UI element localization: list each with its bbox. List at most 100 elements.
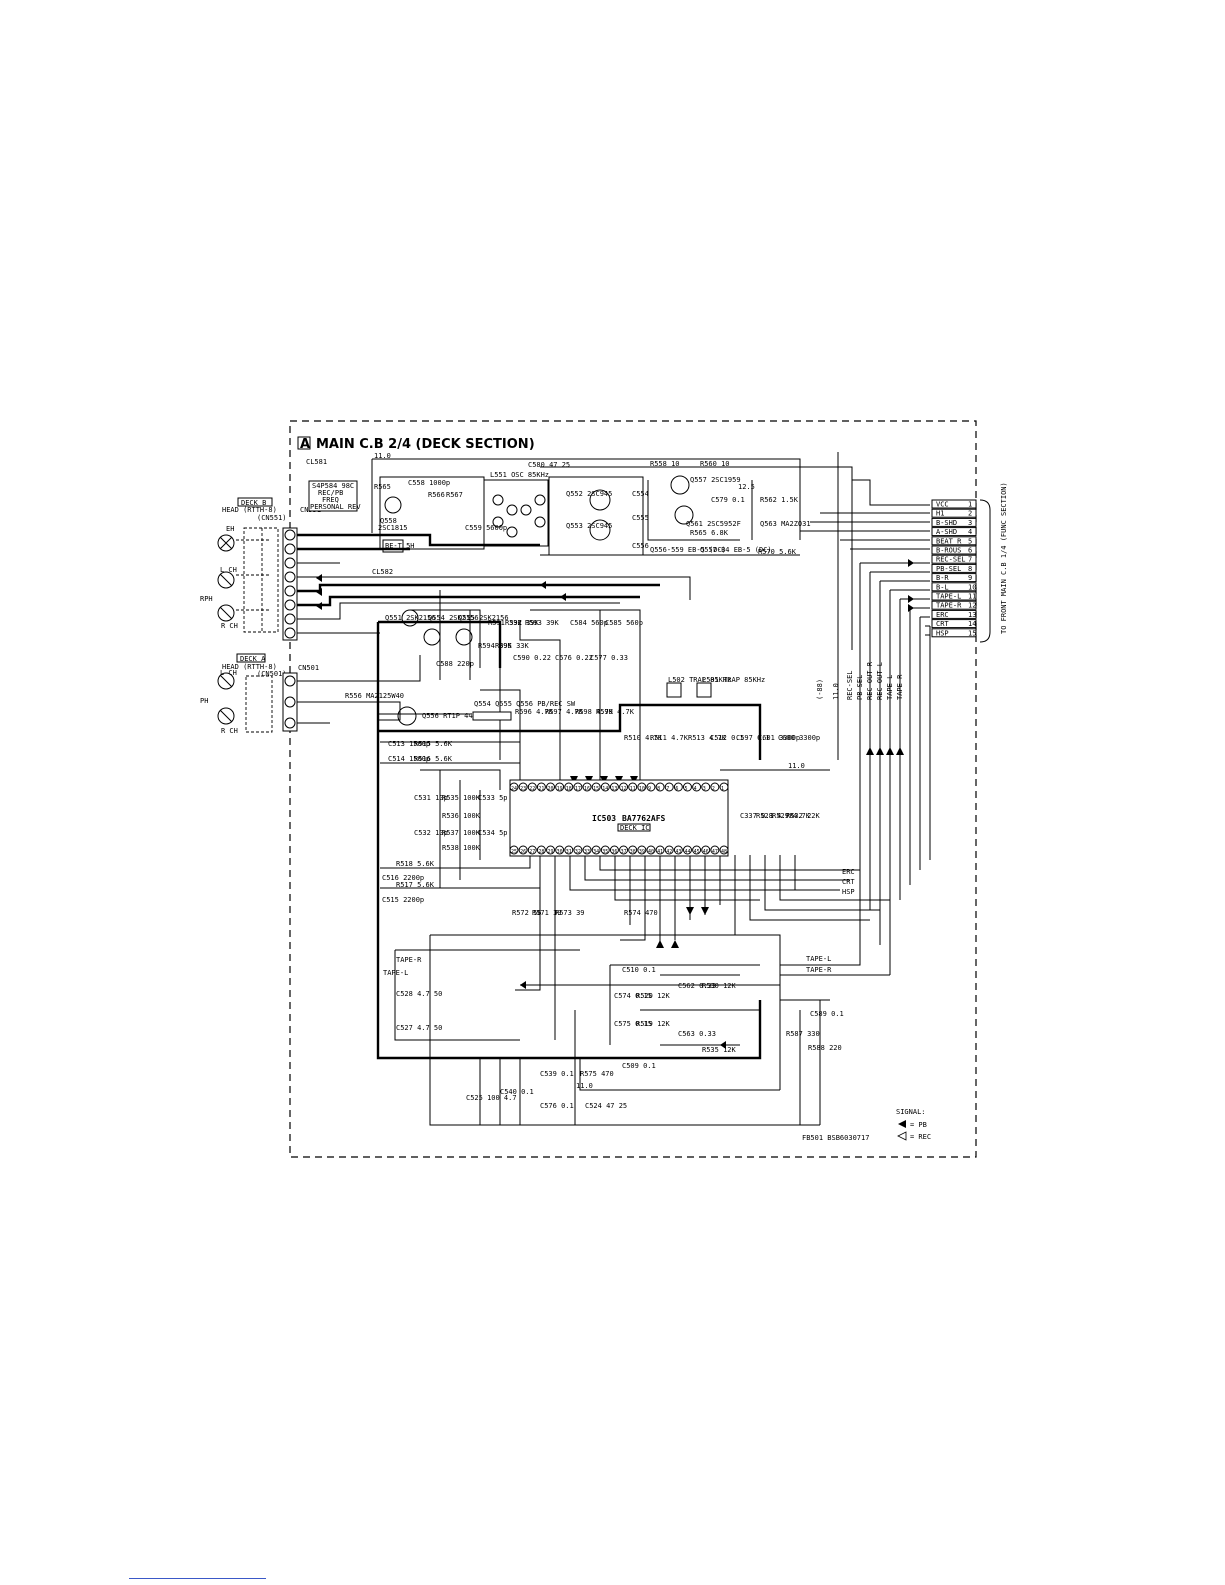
svg-text:TAPE-L: TAPE-L [383, 969, 408, 977]
ic-pin-bottom [582, 845, 592, 855]
svg-text:11.0: 11.0 [374, 452, 391, 460]
ic-pin-bottom-number: 41 [657, 849, 663, 855]
deck-b-shield-lines [236, 528, 270, 632]
ic503-part: BA7762AFS [622, 814, 666, 823]
vertical-bus-label: 11.0 [832, 683, 840, 700]
svg-text:R520 12K: R520 12K [636, 992, 671, 1000]
svg-text:R530 12K: R530 12K [702, 982, 737, 990]
ic-pin-top [573, 782, 583, 792]
connector-pin-name: ERC [936, 611, 949, 619]
signal-legend: SIGNAL: = PB = REC [896, 1108, 931, 1141]
svg-text:C540 0.1: C540 0.1 [500, 1088, 534, 1096]
vertical-bus-label: PB-SEL [856, 675, 864, 700]
ic-pin-bottom [710, 845, 720, 855]
ic-pin-top [509, 782, 519, 792]
ic-pin-bottom-number: 32 [575, 849, 581, 855]
svg-text:C513 1500p: C513 1500p [388, 740, 430, 748]
svg-text:R510 4.7K: R510 4.7K [624, 734, 663, 742]
ic-pin-bottom [637, 845, 647, 855]
ic-pin-top-number: 9 [648, 786, 651, 792]
connector-pin-box [931, 573, 977, 583]
deck-a-connector-alt: (CN501) [257, 670, 287, 678]
ic-pin-bottom [555, 845, 565, 855]
deck-a-head-rch: R CH [221, 727, 238, 735]
svg-text:R556 MA2125W40: R556 MA2125W40 [345, 692, 404, 700]
connector-pin-number: 11 [968, 593, 976, 601]
vertical-bus-label: TAPE-L [886, 675, 894, 700]
deck-a-head-ph: PH [200, 697, 208, 705]
svg-text:C514 1500p: C514 1500p [388, 755, 430, 763]
ic-pin-top [655, 782, 665, 792]
svg-text:Q554 2SK2156: Q554 2SK2156 [428, 614, 479, 622]
ic-pin-top [582, 782, 592, 792]
ic-pin-top-number: 11 [630, 786, 636, 792]
ic-pin-bottom [527, 845, 537, 855]
ic-pin-top [527, 782, 537, 792]
svg-text:R528 4.7K: R528 4.7K [756, 812, 795, 820]
ic-pin-bottom-number: 36 [611, 849, 617, 855]
osc-symbols [384, 475, 694, 541]
svg-text:C559 5600p: C559 5600p [465, 524, 507, 532]
ic-pin-bottom [591, 845, 601, 855]
connector-pin-name: PB-SEL [936, 565, 961, 573]
ic-pin-top [546, 782, 556, 792]
connector-pin-box [931, 619, 977, 629]
ic-pin-top-number: 6 [675, 786, 678, 792]
svg-text:C597 0.1: C597 0.1 [736, 734, 770, 742]
switch-line-1: REC/PB [318, 489, 343, 497]
connector-pin-box [931, 527, 977, 537]
connector-pin-box [931, 582, 977, 592]
ic-pin-bottom [518, 845, 528, 855]
svg-text:R518 5.6K: R518 5.6K [396, 860, 435, 868]
ic-pin-top-number: 4 [694, 786, 697, 792]
vertical-bus-label: TAPE-R [896, 674, 904, 700]
svg-text:C577 0.33: C577 0.33 [590, 654, 628, 662]
connector-pin-number: 2 [968, 510, 972, 518]
ic-pin-top-number: 12 [621, 786, 627, 792]
legend-pb: = PB [910, 1121, 927, 1129]
vertical-bus-label: REC-OUT-L [876, 662, 884, 700]
ic-pin-top [719, 782, 729, 792]
ic-pin-bottom [719, 845, 729, 855]
ic-pin-bottom [682, 845, 692, 855]
ic-pin-bottom-number: 33 [584, 849, 590, 855]
svg-text:C558 1000p: C558 1000p [408, 479, 450, 487]
svg-text:C512 0.1: C512 0.1 [710, 734, 744, 742]
ic-pin-top-number: 10 [639, 786, 645, 792]
connector-pin-number: 1 [968, 501, 972, 509]
connector-pin-number: 3 [968, 519, 972, 527]
svg-text:TAPE-R: TAPE-R [396, 956, 422, 964]
svg-text:R565 6.8K: R565 6.8K [690, 529, 729, 537]
svg-text:C589 0.1: C589 0.1 [810, 1010, 844, 1018]
ic-pin-top-number: 17 [575, 786, 581, 792]
connector-pin-number: 6 [968, 547, 972, 555]
svg-text:C575 0.15: C575 0.15 [614, 1020, 652, 1028]
ic-pin-top [664, 782, 674, 792]
head-label-lch: L CH [220, 566, 237, 574]
ic-pin-top-number: 14 [602, 786, 608, 792]
ic-pin-bottom-number: 39 [639, 849, 645, 855]
ic-pin-top [518, 782, 528, 792]
svg-text:R597 4.7K: R597 4.7K [545, 708, 584, 716]
ic-pin-bottom [655, 845, 665, 855]
ic-pin-top-number: 20 [548, 786, 554, 792]
deck-a-shield [245, 675, 273, 733]
svg-text:12.5: 12.5 [738, 483, 755, 491]
right-connector-title: TO FRONT MAIN C.B 1/4 (FUNC SECTION) [1000, 482, 1008, 634]
svg-text:C590 0.22: C590 0.22 [513, 654, 551, 662]
deck-a-tag-box [236, 653, 266, 663]
svg-text:C534 5p: C534 5p [478, 829, 508, 837]
svg-text:R537 100K: R537 100K [442, 829, 481, 837]
cn551-pins [284, 529, 296, 639]
tape-r-label: TAPE-R [806, 966, 832, 974]
svg-text:R592 39K: R592 39K [505, 619, 540, 627]
ic-pin-bottom [609, 845, 619, 855]
connector-pin-box [931, 591, 977, 601]
svg-text:C555: C555 [632, 514, 649, 522]
ic-pin-bottom [664, 845, 674, 855]
ic-pin-bottom-number: 35 [602, 849, 608, 855]
svg-text:11.0: 11.0 [576, 1082, 593, 1090]
ic-pin-bottom-number: 48 [721, 849, 727, 855]
